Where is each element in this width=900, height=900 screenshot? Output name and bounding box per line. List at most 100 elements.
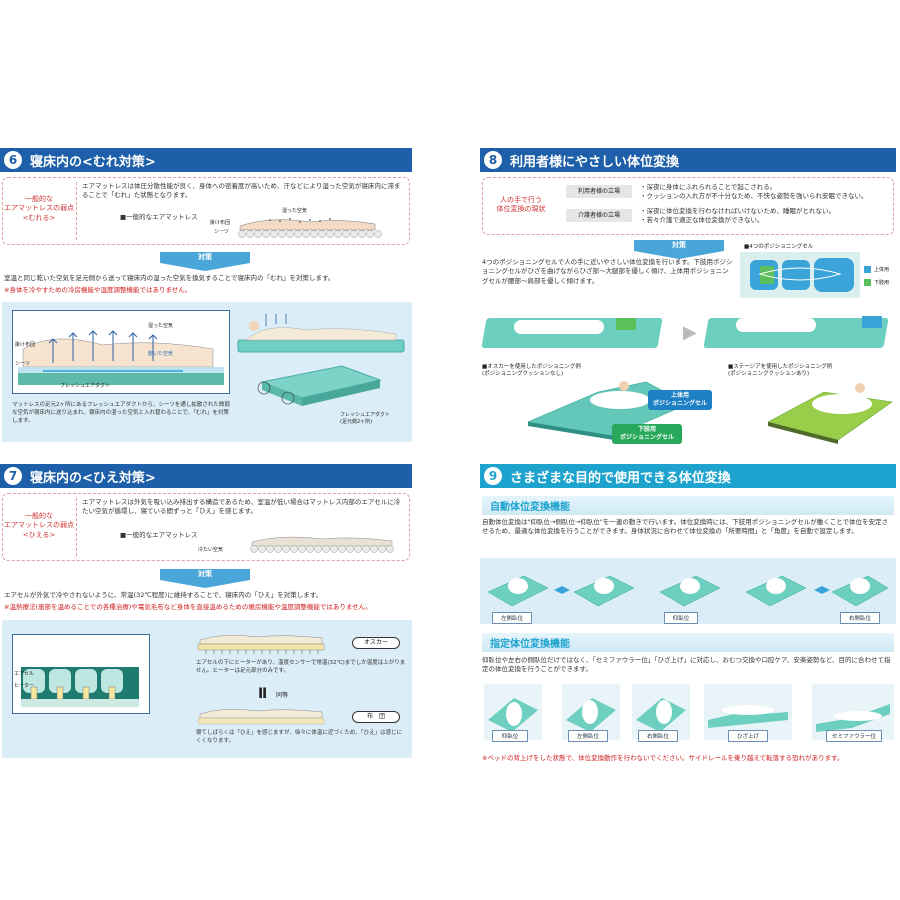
patient-figure [514, 320, 604, 334]
specified-turn-text: 仰臥位や左右の側臥位だけではなく、「セミファウラー位」「ひざ上げ」に対応し、おむ… [482, 656, 891, 674]
down-arrow-icon [160, 580, 250, 588]
section-9-header: 9 さまざまな目的で使用できる体位変換 [480, 464, 896, 488]
mattress-duct-illustration [252, 362, 382, 410]
section-7-side-label: 一般的な エアマットレスの弱点 <ひえる> [4, 512, 74, 539]
band-label-moist: 湿った空気 [148, 323, 174, 329]
section-6-body: 室温と同じ乾いた空気を足元側から送って寝床内の湿った空気を換気することで寝床内の… [4, 274, 335, 282]
section-7-diagram-caption: ■一般的なエアマットレス [120, 531, 198, 539]
section-8-title: 利用者様にやさしい体位変換 [510, 154, 680, 170]
spec-label-4: ひざ上げ [728, 730, 768, 742]
section-7-body: エアセルが外気で冷やされないように、常温(32℃程度)に維持することで、寝床内の… [4, 591, 323, 599]
band-label-aircell: エアセル [14, 671, 34, 677]
legend-upper: 上体用 [874, 267, 890, 273]
section-7-description: エアマットレスは外気を吸い込み排出する構造であるため、室温が低い場合はマットレス… [82, 498, 401, 516]
band-label-sheet: シーツ [15, 361, 30, 367]
carer-lines: ・深夜に体位変換を行わなければいけないため、睡眠がとれない。 ・若々介護で適正な… [640, 207, 892, 226]
oscar-caption: ■オスカーを使用したポジショニング例 (ポジショニングクッションなし) [482, 364, 581, 378]
futon-illustration [196, 706, 326, 726]
cell-indicator [616, 318, 636, 330]
section-6-band-text: マットレスの足元2ヶ所にあるフレッシュエアダクトから、シーツを通し拡散された微弱… [12, 402, 230, 424]
auto-turn-sequence [484, 562, 892, 620]
band-duct-caption: フレッシュエアダクト (足元側2ヶ所) [340, 412, 391, 425]
section-6-header: 6 寝床内の<むれ対策> [0, 148, 412, 172]
cold-mattress-diagram [232, 534, 404, 554]
section-7-note: ※温熱療法(患部を温めることでの各種治療)や電気毛布など身体を直接温めるための暖… [4, 603, 372, 611]
section-9-note: ※ベッドの背上げをした状態で、体位変換動作を行わないでください。サイドレールを乗… [482, 754, 844, 762]
section-7-title: 寝床内の<ひえ対策> [30, 470, 156, 486]
divider [76, 182, 77, 240]
label-cold-air: 冷たい空気 [198, 547, 224, 553]
tag-oscar: オスカー [352, 637, 400, 649]
divider [76, 498, 77, 556]
section-8-header: 8 利用者様にやさしい体位変換 [480, 148, 896, 172]
general-mattress-diagram [210, 216, 400, 238]
section-9-number: 9 [484, 467, 502, 485]
down-arrow-icon [634, 251, 724, 259]
section-6-taisaku-tag: 対策 [160, 252, 250, 263]
specified-turn-title: 指定体位変換機能 [482, 633, 894, 652]
section-7-taisaku-tag: 対策 [160, 569, 250, 580]
section-7-header: 7 寝床内の<ひえ対策> [0, 464, 412, 488]
band-label-duct: フレッシュエアダクト [60, 383, 111, 389]
section-8-number: 8 [484, 151, 502, 169]
legend-lower-swatch [864, 279, 871, 286]
oscar-mattress-illustration [196, 632, 326, 656]
cross-section-panel [12, 310, 230, 394]
user-line: ・クッションの入れ方が不十分なため、不快な姿勢を強いられ安眠できない。 [640, 192, 868, 201]
spec-label-5: セミファウラー位 [826, 730, 882, 742]
tag-futon: 布 団 [352, 711, 400, 723]
label-sheet: シーツ [214, 229, 229, 235]
band-label-heater: ヒーター [14, 683, 35, 689]
auto-turn-title: 自動体位変換機能 [482, 496, 894, 515]
equal-label: 同等 [276, 692, 289, 699]
auto-label-left: 左側臥位 [492, 612, 532, 624]
spec-thumb-1 [484, 684, 542, 740]
legend-upper-swatch [864, 266, 871, 273]
auto-label-center: 仰臥位 [664, 612, 698, 624]
futon-text: 寝てしばらくは「ひえ」を感じますが、徐々に体温に近づくため、「ひえ」は感じにくく… [196, 730, 403, 744]
auto-label-right: 右側臥位 [840, 612, 880, 624]
section-8-side-label: 人の手で行う 体位変換の現状 [496, 196, 546, 214]
section-8-taisaku-tag: 対策 [634, 240, 724, 251]
section-9-title: さまざまな目的で使用できる体位変換 [510, 470, 731, 486]
label-moist-air: 湿った空気 [282, 208, 308, 214]
section-8-status-box [482, 177, 894, 235]
cell-indicator [862, 316, 882, 328]
equal-icon: Ⅱ [258, 686, 268, 702]
spec-label-3: 右側臥位 [638, 730, 678, 742]
carer-line: ・深夜に体位変換を行わなければいけないため、睡眠がとれない。 [640, 207, 835, 215]
user-line: ・深夜に身体にふれられることで起こされる。 [640, 183, 777, 191]
stage-positioning-illustration [764, 372, 894, 446]
stage-caption: ■ステージアを使用したポジショニング例 (ポジショニングクッションあり) [728, 364, 833, 378]
label-kakebuton: 掛け布団 [210, 220, 231, 226]
section-6-note: ※身体を冷やすための冷房機能や湿度調整機能ではありません。 [4, 286, 192, 294]
aircell-panel [12, 634, 150, 714]
section-6-weakness-box [2, 177, 410, 245]
oscar-text: エアセルの下にヒーターがあり、温度センサーで常温(32℃)までしか温度は上がりま… [196, 660, 406, 674]
cell-caption: ■4つのポジショニングセル [744, 244, 814, 250]
section-8-body: 4つのポジショニングセルで人の手に近いやさしい体位変換を行います。下肢用ポジショ… [482, 258, 733, 285]
patient-figure [736, 318, 816, 332]
section-6-diagram-caption: ■一般的なエアマットレス [120, 213, 198, 221]
user-lines: ・深夜に身体にふれられることで起こされる。 ・クッションの入れ方が不十分なため、… [640, 183, 892, 202]
bed-illustration [236, 312, 406, 356]
band-label-futon: 掛け布団 [15, 342, 36, 348]
bubble-upper-cell: 上体用 ポジショニングセル [648, 390, 712, 410]
spec-label-2: 左側臥位 [568, 730, 608, 742]
bubble-lower-cell: 下肢用 ポジショニングセル [612, 424, 682, 444]
tag-user: 利用者様の立場 [566, 185, 632, 198]
arrow-right-icon: ▶ [683, 322, 697, 343]
down-arrow-icon [160, 263, 250, 271]
carer-line: ・若々介護で適正な体位変換ができない。 [640, 216, 764, 225]
section-6-description: エアマットレスは体圧分散性能が良く、身体への密着度が高いため、汗などにより湿った… [82, 182, 401, 200]
tag-carer: 介護者様の立場 [566, 209, 632, 222]
section-6-number: 6 [4, 151, 22, 169]
section-6-side-label: 一般的な エアマットレスの弱点 <むれる> [4, 195, 74, 222]
section-6-title: 寝床内の<むれ対策> [30, 154, 156, 170]
section-7-number: 7 [4, 467, 22, 485]
band-label-dry: 乾いた空気 [148, 351, 174, 357]
legend-lower: 下肢用 [874, 280, 890, 286]
auto-turn-text: 自動体位変換は"仰臥位→側臥位→仰臥位"を一連の動きで行います。体位変換時には、… [482, 518, 889, 536]
positioning-cells-illustration [740, 252, 860, 298]
spec-label-1: 仰臥位 [492, 730, 528, 742]
